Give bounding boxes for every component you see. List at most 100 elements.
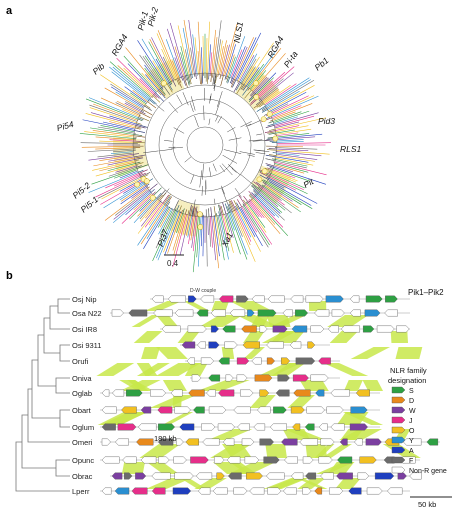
- gene-arrow: [350, 406, 368, 414]
- tree-leaf-branch: [111, 71, 150, 102]
- gene-arrow: [185, 438, 199, 446]
- tree-ring: [186, 126, 224, 164]
- tree-internal-branch: [213, 84, 216, 92]
- tree-highlight-wedge: [235, 65, 281, 111]
- tree-leaf-branch: [80, 142, 138, 145]
- tree-branch: [199, 73, 201, 85]
- tree-leaf-branch: [137, 202, 162, 234]
- tree-branch: [176, 205, 180, 212]
- gene-arrow: [216, 472, 225, 480]
- tree-leaf-branch: [112, 66, 157, 105]
- tree-branch: [146, 186, 149, 188]
- tree-internal-branch: [190, 96, 196, 111]
- tree-branch: [259, 172, 270, 178]
- tree-branch: [248, 200, 250, 202]
- tree-branch: [253, 190, 258, 195]
- tree-branch: [145, 101, 147, 103]
- tree-branch: [264, 168, 273, 172]
- tree-internal-branch: [252, 139, 270, 142]
- tree-internal-branch: [222, 154, 238, 164]
- tree-leaf-branch: [266, 95, 309, 117]
- tree-leaf-branch: [144, 55, 165, 84]
- tree-leaf-branch: [143, 206, 169, 249]
- tree-leaf-branch: [266, 164, 327, 185]
- gene-arrow: [197, 487, 211, 495]
- tree-leaf-branch: [273, 161, 327, 176]
- gene-arrow: [269, 423, 287, 431]
- tree-leaf-branch: [268, 111, 302, 124]
- tree-internal-branch: [255, 152, 266, 155]
- tree-leaf-branch: [207, 218, 209, 236]
- tree-leaf-branch: [157, 206, 171, 228]
- gene-arrow: [267, 487, 282, 495]
- tree-leaf-branch: [95, 147, 141, 150]
- tree-leaf-branch: [192, 215, 199, 273]
- gene-arrow: [310, 374, 329, 382]
- synteny-band: [270, 331, 305, 343]
- tree-branch: [186, 75, 190, 86]
- annotation-180kb: 180 kb: [154, 434, 177, 443]
- tree-branch: [134, 157, 144, 160]
- tree-branch: [243, 195, 249, 203]
- gene-arrow: [310, 325, 325, 333]
- tree-internal-branch: [182, 92, 189, 106]
- tree-branch: [133, 153, 139, 155]
- tree-branch: [219, 204, 223, 215]
- gene-arrow: [336, 472, 353, 480]
- tree-leaf-branch: [259, 84, 291, 108]
- circular-phylogenetic-tree: [79, 19, 332, 273]
- tree-leaf-branch: [257, 186, 292, 214]
- tree-internal-branch: [171, 146, 183, 149]
- panel-b-scalebar: 50 kb: [410, 496, 452, 509]
- gene-arrow: [222, 438, 235, 446]
- tree-branch: [259, 174, 269, 180]
- tree-branch: [268, 154, 277, 156]
- gene-arrow: [124, 472, 133, 480]
- synteny-band: [156, 347, 188, 359]
- tree-leaf-branch: [273, 103, 313, 119]
- gene-arrow: [249, 487, 265, 495]
- tree-branch: [158, 194, 163, 201]
- gene-arrow: [228, 472, 242, 480]
- gene-label-rga4-left: RGA4: [109, 32, 129, 57]
- gene-arrow: [259, 325, 268, 333]
- panel-a-scale-label: 0.4: [167, 259, 179, 268]
- tree-leaf-branch: [274, 163, 309, 173]
- tree-leaf-branch: [100, 125, 134, 133]
- tree-branch: [230, 79, 235, 88]
- gene-arrow: [218, 357, 230, 365]
- gene-arrow: [206, 389, 216, 397]
- tree-internal-branch: [247, 154, 255, 157]
- tree-branch: [264, 130, 276, 133]
- gene-arrow: [305, 472, 317, 480]
- gene-arrow: [195, 472, 213, 480]
- gene-arrow: [225, 374, 234, 382]
- tree-branch: [249, 195, 253, 200]
- gene-arrow: [357, 472, 370, 480]
- tree-leaf-branch: [232, 37, 257, 88]
- tree-leaf-branch: [113, 190, 152, 223]
- tree-leaf-branch: [82, 119, 145, 133]
- tree-leaf-branch: [84, 131, 137, 138]
- tree-internal-branch: [215, 101, 221, 115]
- synteny-band: [145, 478, 192, 489]
- synteny-band: [146, 462, 180, 474]
- tree-node-marker: [260, 116, 267, 123]
- gene-arrow: [290, 472, 304, 480]
- synteny-band: [149, 395, 197, 408]
- tree-leaf-branch: [109, 61, 151, 98]
- tree-branch: [259, 103, 265, 108]
- tree-leaf-branch: [88, 97, 144, 121]
- gene-arrow: [101, 438, 111, 446]
- tree-branch: [150, 189, 155, 193]
- gene-arrow: [266, 357, 275, 365]
- tree-leaf-branch: [219, 44, 228, 80]
- synteny-band: [119, 380, 154, 391]
- tree-leaf-branch: [161, 48, 177, 81]
- tree-branch: [135, 162, 144, 165]
- tree-branch: [232, 79, 237, 88]
- tree-branch: [135, 126, 142, 129]
- tree-branch: [248, 191, 255, 198]
- tree-branch: [178, 205, 182, 213]
- tree-branch: [139, 115, 141, 116]
